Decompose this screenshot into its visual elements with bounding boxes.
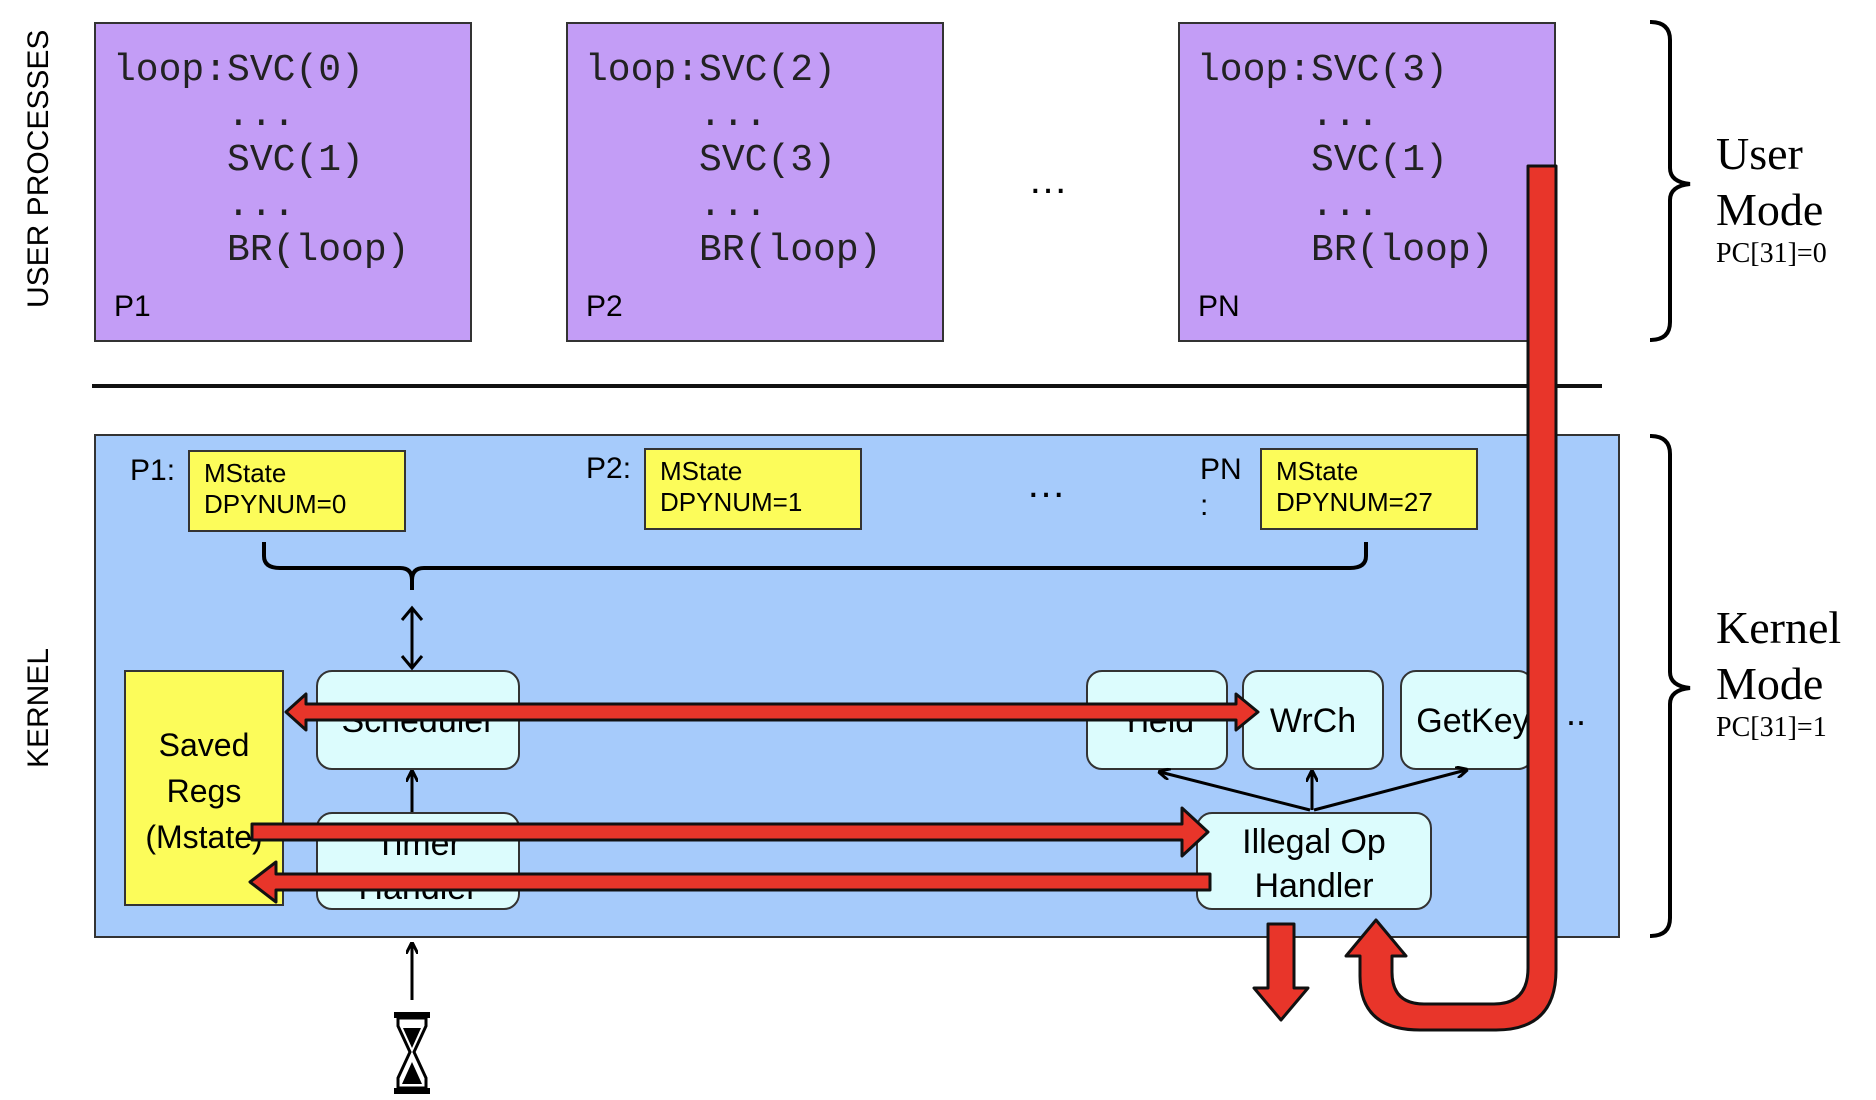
process-code-line: BR(loop) xyxy=(585,229,882,272)
mstate-box-p1: MState DPYNUM=0 xyxy=(188,450,406,532)
process-code-line: loop:SVC(2) xyxy=(585,49,836,92)
getkey-label: GetKey xyxy=(1416,702,1530,740)
process-ellipsis: … xyxy=(1028,158,1068,202)
kernel-label: KERNEL xyxy=(22,647,55,768)
mstate-title: MState xyxy=(660,456,743,486)
kernel-mode-label: Kernel Mode PC[31]=1 xyxy=(1716,600,1841,744)
process-code-line: BR(loop) xyxy=(113,229,410,272)
process-code-line: ... xyxy=(113,94,296,137)
handlers-ellipsis: .. xyxy=(1566,692,1587,733)
process-code-line: loop:SVC(0) xyxy=(113,49,364,92)
mstate-process-label: PN : xyxy=(1200,453,1242,522)
yield-box: Yield xyxy=(1086,670,1228,770)
mstate-title: MState xyxy=(1276,456,1359,486)
process-box-p2: loop:SVC(2) ... SVC(3) ... BR(loop) P2 xyxy=(566,22,944,342)
kernel-mode-pc: PC[31]=1 xyxy=(1716,712,1827,743)
kernel-mode-title: Kernel Mode xyxy=(1716,602,1842,709)
process-box-pn: loop:SVC(3) ... SVC(1) ... BR(loop) PN xyxy=(1178,22,1556,342)
saved-regs-box: Saved Regs (Mstate) xyxy=(124,670,284,906)
scheduler-label: Scheduler xyxy=(341,702,495,740)
process-code-line: SVC(3) xyxy=(585,139,836,182)
mstate-box-pn: MState DPYNUM=27 xyxy=(1260,448,1478,530)
user-processes-label: USER PROCESSES xyxy=(22,29,55,308)
hourglass-icon xyxy=(394,1012,430,1094)
process-code-line: SVC(1) xyxy=(113,139,364,182)
process-code-line: loop:SVC(3) xyxy=(1197,49,1448,92)
mstate-process-label: P2: xyxy=(586,452,632,485)
process-code-line: ... xyxy=(1197,94,1380,137)
user-mode-brace xyxy=(1649,20,1691,342)
kernel-mode-brace xyxy=(1649,434,1691,938)
user-mode-pc: PC[31]=0 xyxy=(1716,238,1827,269)
user-kernel-divider xyxy=(92,384,1602,388)
process-box-p1: loop:SVC(0) ... SVC(1) ... BR(loop) P1 xyxy=(94,22,472,342)
process-name: P1 xyxy=(114,290,151,323)
wrch-label: WrCh xyxy=(1269,702,1357,740)
user-mode-title: User Mode xyxy=(1716,128,1824,235)
yield-label: Yield xyxy=(1119,702,1195,740)
process-code-line: ... xyxy=(585,184,768,227)
getkey-box: GetKey xyxy=(1400,670,1534,770)
process-code-line: SVC(1) xyxy=(1197,139,1448,182)
mstate-process-label: P1: xyxy=(130,454,176,487)
mstate-dpynum: DPYNUM=27 xyxy=(1276,487,1433,517)
saved-regs-label: Saved Regs (Mstate) xyxy=(145,727,263,855)
mstate-ellipsis: … xyxy=(1026,462,1066,506)
illegal-op-handler-box: Illegal Op Handler xyxy=(1196,812,1432,910)
process-code-line: ... xyxy=(113,184,296,227)
timer-handler-box: Timer Handler xyxy=(316,812,520,910)
process-code-line: ... xyxy=(1197,184,1380,227)
timer-handler-label: Timer Handler xyxy=(358,825,478,907)
return-down-flow-arrow xyxy=(1252,922,1310,1022)
process-code-line: BR(loop) xyxy=(1197,229,1494,272)
user-mode-label: User Mode PC[31]=0 xyxy=(1716,126,1827,270)
scheduler-box: Scheduler xyxy=(316,670,520,770)
process-name: PN xyxy=(1198,290,1240,323)
mstate-dpynum: DPYNUM=0 xyxy=(204,489,347,519)
mstate-dpynum: DPYNUM=1 xyxy=(660,487,803,517)
process-code-line: ... xyxy=(585,94,768,137)
mstate-box-p2: MState DPYNUM=1 xyxy=(644,448,862,530)
illegal-op-handler-label: Illegal Op Handler xyxy=(1242,823,1386,905)
process-name: P2 xyxy=(586,290,623,323)
mstate-title: MState xyxy=(204,458,287,488)
wrch-box: WrCh xyxy=(1242,670,1384,770)
